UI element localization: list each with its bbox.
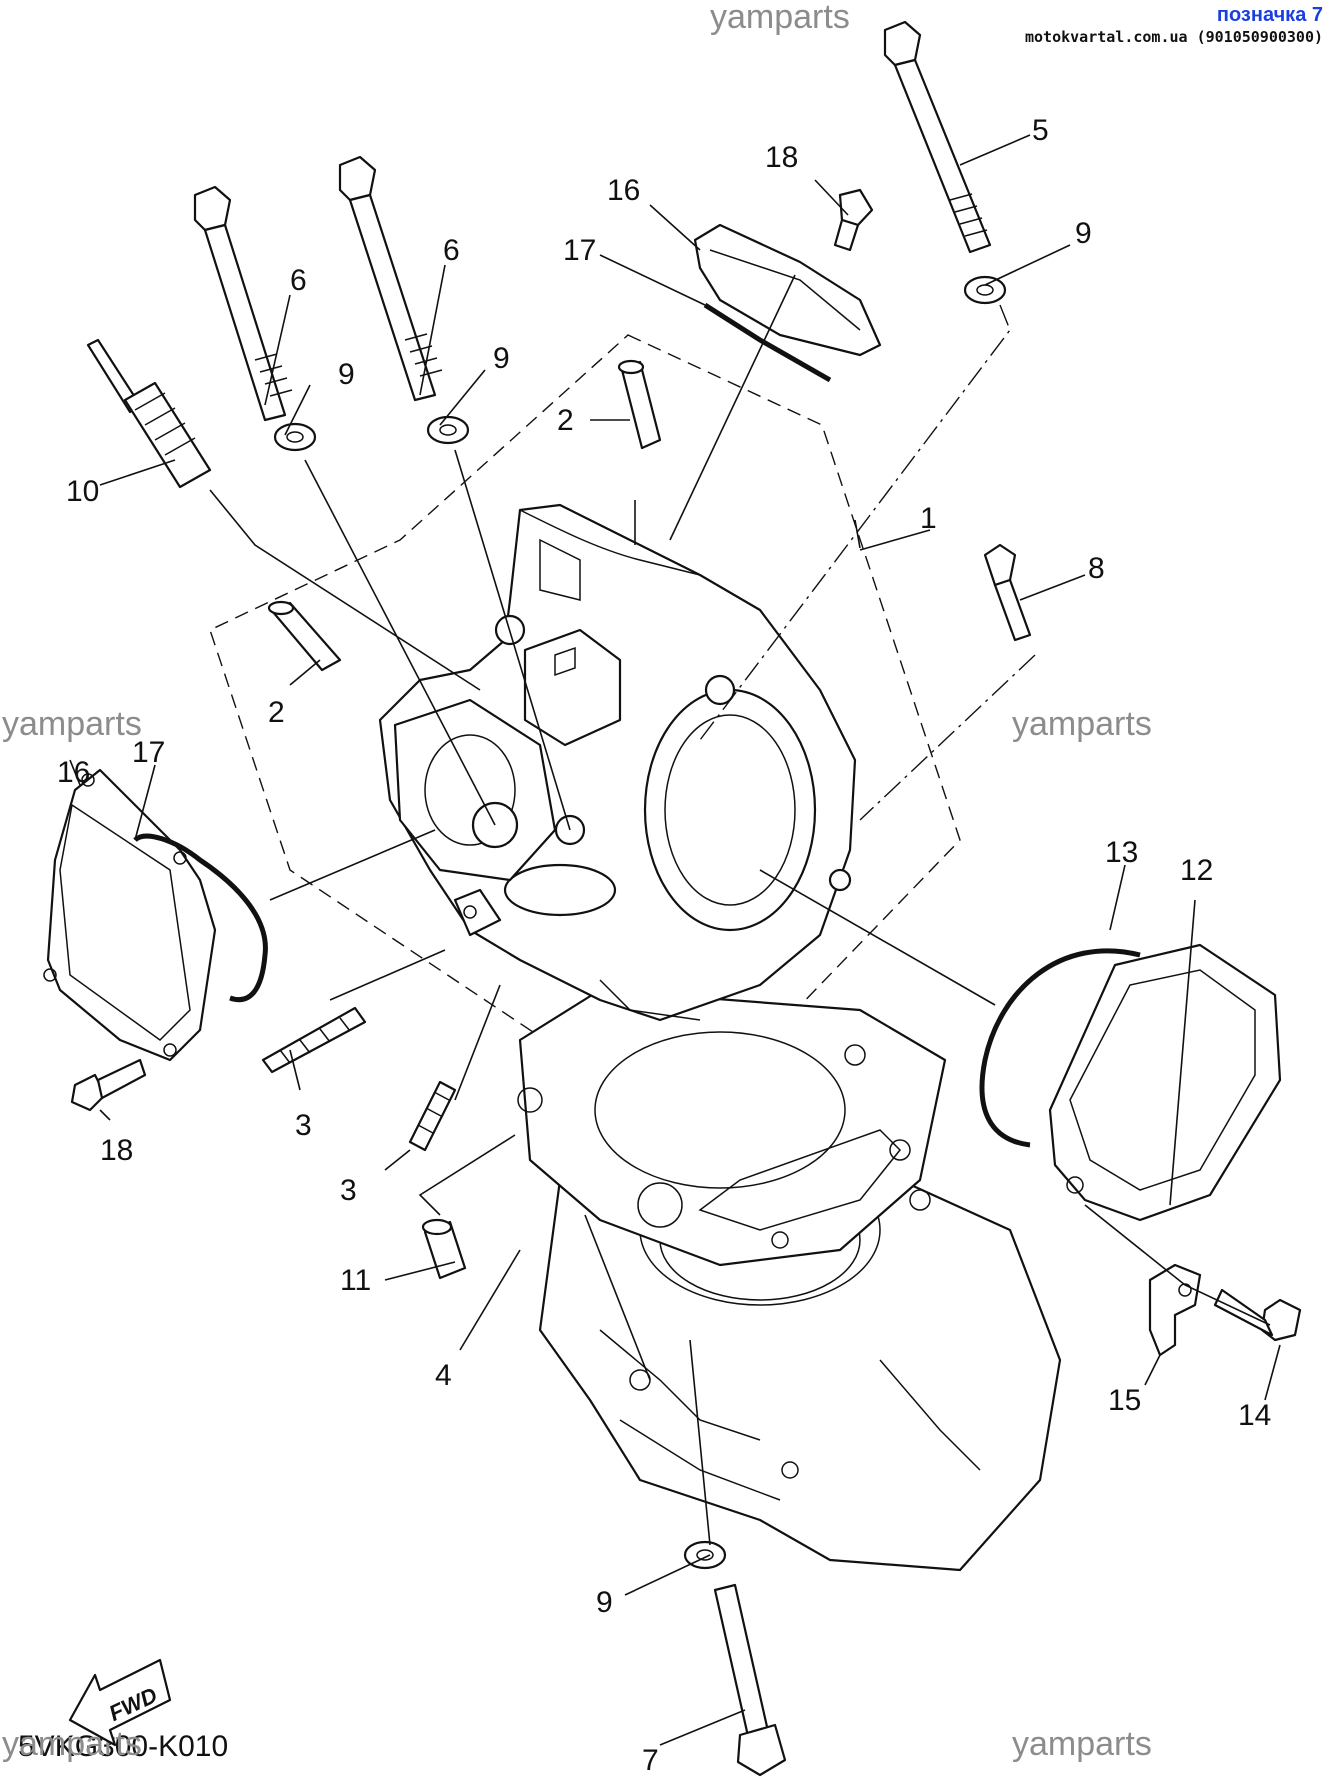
callout-14: 14 <box>1238 1399 1271 1432</box>
watermark: yamparts <box>1012 705 1152 743</box>
callout-9: 9 <box>493 342 510 375</box>
callout-17: 17 <box>132 736 165 769</box>
callout-6: 6 <box>290 264 307 297</box>
right-side-cover <box>1048 943 1282 1222</box>
bolt-6-left <box>193 185 293 422</box>
callout-16: 16 <box>57 756 90 789</box>
washer-9 <box>273 422 317 452</box>
source-label: motokvartal.com.ua (901050900300) <box>1024 28 1323 46</box>
diagram-reference-title: позначка 7 <box>1216 4 1323 26</box>
stud-3-left <box>261 1006 367 1074</box>
callout-5: 5 <box>1032 114 1049 147</box>
callout-18: 18 <box>765 141 798 174</box>
head-gasket <box>517 988 947 1267</box>
dowel-11 <box>421 1218 467 1280</box>
callout-2: 2 <box>268 696 285 729</box>
callout-16: 16 <box>607 174 640 207</box>
callout-15: 15 <box>1108 1384 1141 1417</box>
bolt-5 <box>883 20 992 254</box>
cylinder-head <box>378 503 857 1022</box>
dowel-2-top <box>617 359 662 450</box>
top-cover-gasket <box>703 302 832 383</box>
right-cover-oring <box>979 948 1141 1148</box>
callout-9: 9 <box>596 1586 613 1619</box>
bolt-7 <box>713 1583 787 1777</box>
bolt-18-left <box>70 1058 147 1112</box>
callout-9: 9 <box>1075 217 1092 250</box>
callout-8: 8 <box>1088 552 1105 585</box>
bolt-8 <box>983 543 1032 642</box>
callout-1: 1 <box>920 502 937 535</box>
diagram-code: 5VKG300-K010 <box>18 1730 229 1763</box>
watermark: yamparts <box>710 0 850 36</box>
left-valve-cover <box>43 768 217 1062</box>
callout-9: 9 <box>338 358 355 391</box>
callout-13: 13 <box>1105 836 1138 869</box>
callout-18: 18 <box>100 1134 133 1167</box>
spark-plug <box>86 338 212 489</box>
watermark: yamparts <box>2 705 142 743</box>
cable-bracket <box>1148 1263 1202 1357</box>
washer-9 <box>963 275 1007 305</box>
callout-3: 3 <box>340 1174 357 1207</box>
stud-3-right <box>408 1080 457 1152</box>
watermark: yamparts <box>2 1725 142 1763</box>
washer-9 <box>426 415 470 445</box>
assembly-boundary <box>209 334 961 1131</box>
callout-3: 3 <box>295 1109 312 1142</box>
callout-10: 10 <box>66 475 99 508</box>
callout-7: 7 <box>642 1744 659 1777</box>
bolt-18-top <box>833 188 874 252</box>
callout-4: 4 <box>435 1359 452 1392</box>
callout-11: 11 <box>340 1264 371 1297</box>
watermark: yamparts <box>1012 1725 1152 1763</box>
callout-2: 2 <box>557 404 574 437</box>
dowel-2-left <box>267 600 342 672</box>
leader-lines <box>69 134 1281 1746</box>
callout-6: 6 <box>443 234 460 267</box>
bolt-14 <box>1213 1288 1302 1342</box>
callout-12: 12 <box>1180 854 1213 887</box>
left-cover-seal <box>133 833 268 1003</box>
callout-labels: 1 2 2 3 3 4 5 6 6 7 8 9 9 9 9 10 11 12 1… <box>57 114 1271 1777</box>
callout-17: 17 <box>563 234 596 267</box>
bolt-6-right <box>338 155 443 402</box>
